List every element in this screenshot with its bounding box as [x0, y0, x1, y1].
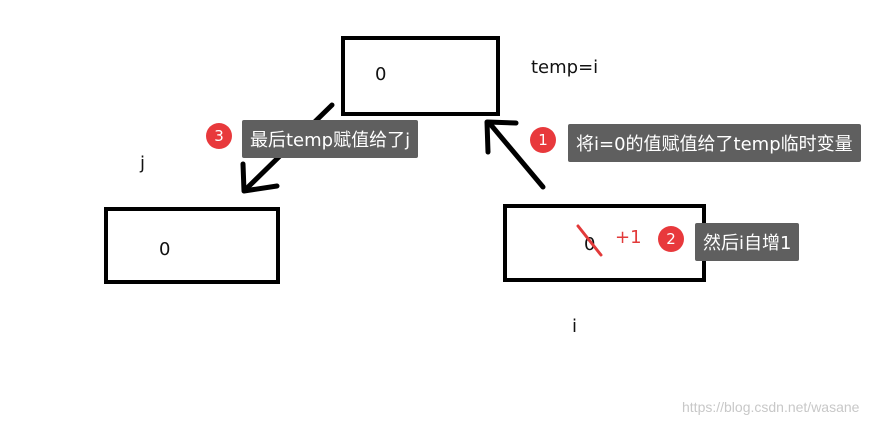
step-3-callout: 最后temp赋值给了j	[242, 120, 419, 158]
i-value: 0	[584, 234, 596, 255]
step-2-callout: 然后i自增1	[695, 223, 800, 261]
i-increment: +1	[615, 227, 642, 248]
j-label: j	[140, 153, 146, 174]
j-value: 0	[159, 239, 171, 260]
i-label: i	[572, 316, 578, 337]
temp-box	[341, 36, 500, 116]
strike-mark	[576, 224, 603, 257]
temp-label: temp=i	[531, 57, 599, 78]
step-1-callout: 将i=0的值赋值给了temp临时变量	[568, 124, 861, 162]
j-box	[104, 207, 280, 284]
arrow-i-to-temp	[484, 119, 546, 190]
temp-value: 0	[375, 64, 387, 85]
step-3-badge: 3	[206, 123, 232, 149]
step-2-badge: 2	[658, 226, 684, 252]
watermark: https://blog.csdn.net/wasane	[682, 399, 860, 415]
step-1-badge: 1	[530, 127, 556, 153]
